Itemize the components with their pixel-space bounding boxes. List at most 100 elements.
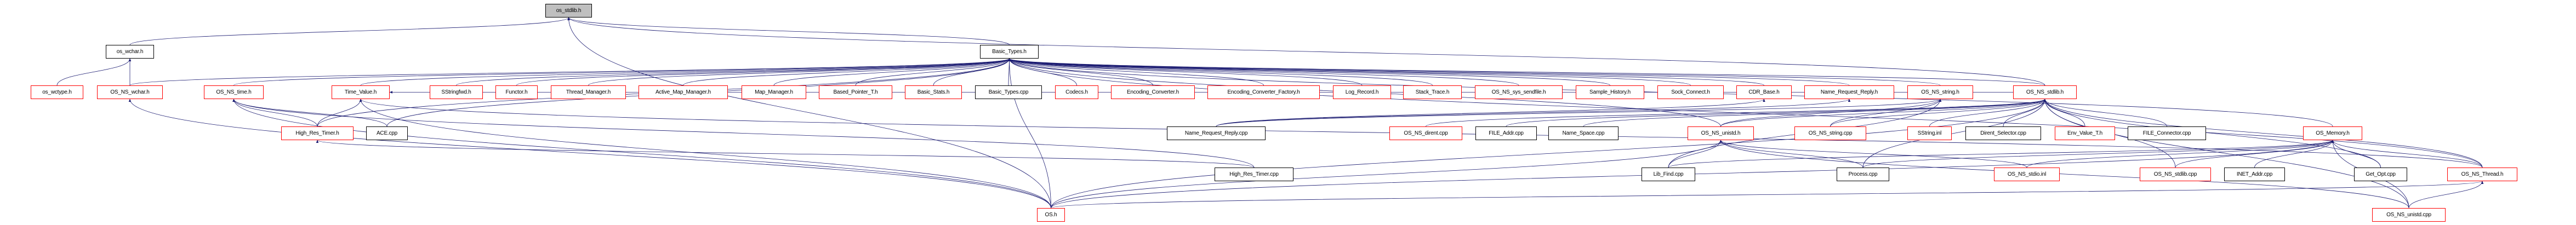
dependency-edge <box>2026 140 2334 168</box>
file-node-label: INET_Addr.cpp <box>2236 171 2273 177</box>
file-node[interactable]: OS_NS_sys_sendfile.h <box>1475 85 1563 99</box>
file-node-label: OS_Memory.h <box>2316 130 2350 136</box>
file-node[interactable]: ACE.cpp <box>366 126 408 140</box>
dependency-edge <box>128 99 1051 209</box>
file-node-label: OS_NS_unistd.h <box>1701 130 1741 136</box>
file-node[interactable]: Process.cpp <box>1837 168 1889 181</box>
dependency-edge <box>1668 140 2334 168</box>
file-node[interactable]: SStringfwd.h <box>430 85 483 99</box>
file-node[interactable]: os_wchar.h <box>106 45 154 59</box>
file-node[interactable]: Time_Value.h <box>332 85 390 99</box>
dependency-edge <box>567 17 1051 209</box>
dependency-edge <box>1008 58 1264 86</box>
file-node[interactable]: FILE_Addr.cpp <box>1475 126 1537 140</box>
dependency-edge <box>232 99 1255 168</box>
file-node[interactable]: Name_Space.cpp <box>1548 126 1618 140</box>
dependency-edge <box>1051 140 1722 209</box>
file-node-label: Basic_Types.h <box>992 49 1027 55</box>
file-node[interactable]: OS_NS_wchar.h <box>97 85 163 99</box>
file-node[interactable]: Basic_Types.h <box>980 45 1039 59</box>
file-node[interactable]: Encoding_Converter.h <box>1111 85 1195 99</box>
file-node[interactable]: Stack_Trace.h <box>1403 85 1462 99</box>
dependency-edge <box>232 99 1051 209</box>
file-node-label: Log_Record.h <box>1345 89 1379 95</box>
file-node[interactable]: OS_NS_dirent.cpp <box>1389 126 1462 140</box>
file-node[interactable]: os_wctype.h <box>31 85 83 99</box>
file-node-label: OS_NS_stdio.inl <box>2007 171 2047 177</box>
dependency-edge <box>1862 99 2047 168</box>
dependency-edge <box>516 58 1011 86</box>
file-node-label: Codecs.h <box>1065 89 1088 95</box>
dependency-edge <box>2175 140 2334 168</box>
file-node[interactable]: Get_Opt.cpp <box>2354 168 2407 181</box>
file-node-label: OS_NS_string.h <box>1921 89 1959 95</box>
file-node-label: SStringfwd.h <box>441 89 471 95</box>
dependency-edge <box>1008 58 1051 209</box>
file-node[interactable]: Codecs.h <box>1055 85 1098 99</box>
file-node[interactable]: OS_NS_stdlib.h <box>2013 85 2077 99</box>
file-node[interactable]: OS_NS_stdlib.cpp <box>2140 168 2211 181</box>
file-node[interactable]: OS_NS_unistd.h <box>1688 126 1754 140</box>
file-node-label: OS_NS_wchar.h <box>110 89 150 95</box>
file-node-label: OS_NS_dirent.cpp <box>1404 130 1448 136</box>
file-node[interactable]: OS_NS_string.cpp <box>1794 126 1866 140</box>
dependency-edge <box>317 99 362 127</box>
file-node-label: OS_NS_stdlib.h <box>2026 89 2064 95</box>
file-node[interactable]: Log_Record.h <box>1333 85 1391 99</box>
dependency-edge <box>2043 99 2381 168</box>
file-node[interactable]: Map_Manager.h <box>742 85 806 99</box>
file-node[interactable]: Based_Pointer_T.h <box>819 85 892 99</box>
dependency-edge <box>232 99 318 127</box>
file-node[interactable]: High_Res_Timer.cpp <box>1215 168 1293 181</box>
file-node-label: OS_NS_sys_sendfile.h <box>1491 89 1546 95</box>
file-node[interactable]: Basic_Types.cpp <box>975 85 1042 99</box>
file-node[interactable]: OS_NS_unistd.cpp <box>2372 208 2446 222</box>
file-node[interactable]: Thread_Manager.h <box>551 85 626 99</box>
file-node[interactable]: Encoding_Converter_Factory.h <box>1207 85 1320 99</box>
dependency-edge <box>2043 99 2085 127</box>
file-node[interactable]: OS.h <box>1037 208 1065 222</box>
file-node[interactable]: SString.inl <box>1907 126 1952 140</box>
dependency-edge <box>1426 99 2047 127</box>
dependency-edge <box>1216 99 1765 127</box>
dependency-edge <box>2043 99 2409 209</box>
dependency-edge <box>1583 99 2047 127</box>
file-node-label: Encoding_Converter.h <box>1127 89 1179 95</box>
file-node[interactable]: INET_Addr.cpp <box>2224 168 2285 181</box>
dependency-edge <box>933 58 1011 86</box>
file-node[interactable]: OS_NS_time.h <box>204 85 264 99</box>
dependency-edge <box>683 58 1011 86</box>
file-node-label: FILE_Addr.cpp <box>1489 130 1524 136</box>
file-node[interactable]: CDR_Base.h <box>1736 85 1792 99</box>
file-node[interactable]: Sample_History.h <box>1576 85 1644 99</box>
dependency-edge <box>1862 140 2334 168</box>
file-node-label: Dirent_Selector.cpp <box>1980 130 2026 136</box>
dependency-edge <box>1719 140 1863 168</box>
file-node[interactable]: OS_NS_stdio.inl <box>1994 168 2060 181</box>
file-node[interactable]: Functor.h <box>495 85 538 99</box>
dependency-edge <box>1830 99 2047 127</box>
dependency-edge <box>1008 58 1433 86</box>
file-node[interactable]: Sock_Connect.h <box>1657 85 1724 99</box>
dependency-edge <box>588 58 1011 86</box>
file-node[interactable]: Active_Map_Manager.h <box>639 85 728 99</box>
dependency-edge <box>1719 140 2027 168</box>
file-node[interactable]: Lib_Find.cpp <box>1642 168 1695 181</box>
file-node[interactable]: Name_Request_Reply.h <box>1804 85 1894 99</box>
file-node[interactable]: High_Res_Timer.h <box>281 126 354 140</box>
file-node[interactable]: Env_Value_T.h <box>2055 126 2115 140</box>
file-node[interactable]: FILE_Connector.cpp <box>2128 126 2206 140</box>
file-node[interactable]: Name_Request_Reply.cpp <box>1167 126 1266 140</box>
file-node[interactable]: OS_NS_Thread.h <box>2447 168 2517 181</box>
file-node-label: Map_Manager.h <box>755 89 793 95</box>
file-node[interactable]: OS_Memory.h <box>2303 126 2362 140</box>
dependency-edge <box>1008 58 1519 86</box>
file-node[interactable]: OS_NS_string.h <box>1907 85 1973 99</box>
file-node[interactable]: Dirent_Selector.cpp <box>1965 126 2041 140</box>
file-node-label: FILE_Connector.cpp <box>2142 130 2191 136</box>
file-node-label: Active_Map_Manager.h <box>655 89 711 95</box>
file-node[interactable]: Basic_Stats.h <box>905 85 962 99</box>
file-node-label: OS_NS_time.h <box>216 89 252 95</box>
